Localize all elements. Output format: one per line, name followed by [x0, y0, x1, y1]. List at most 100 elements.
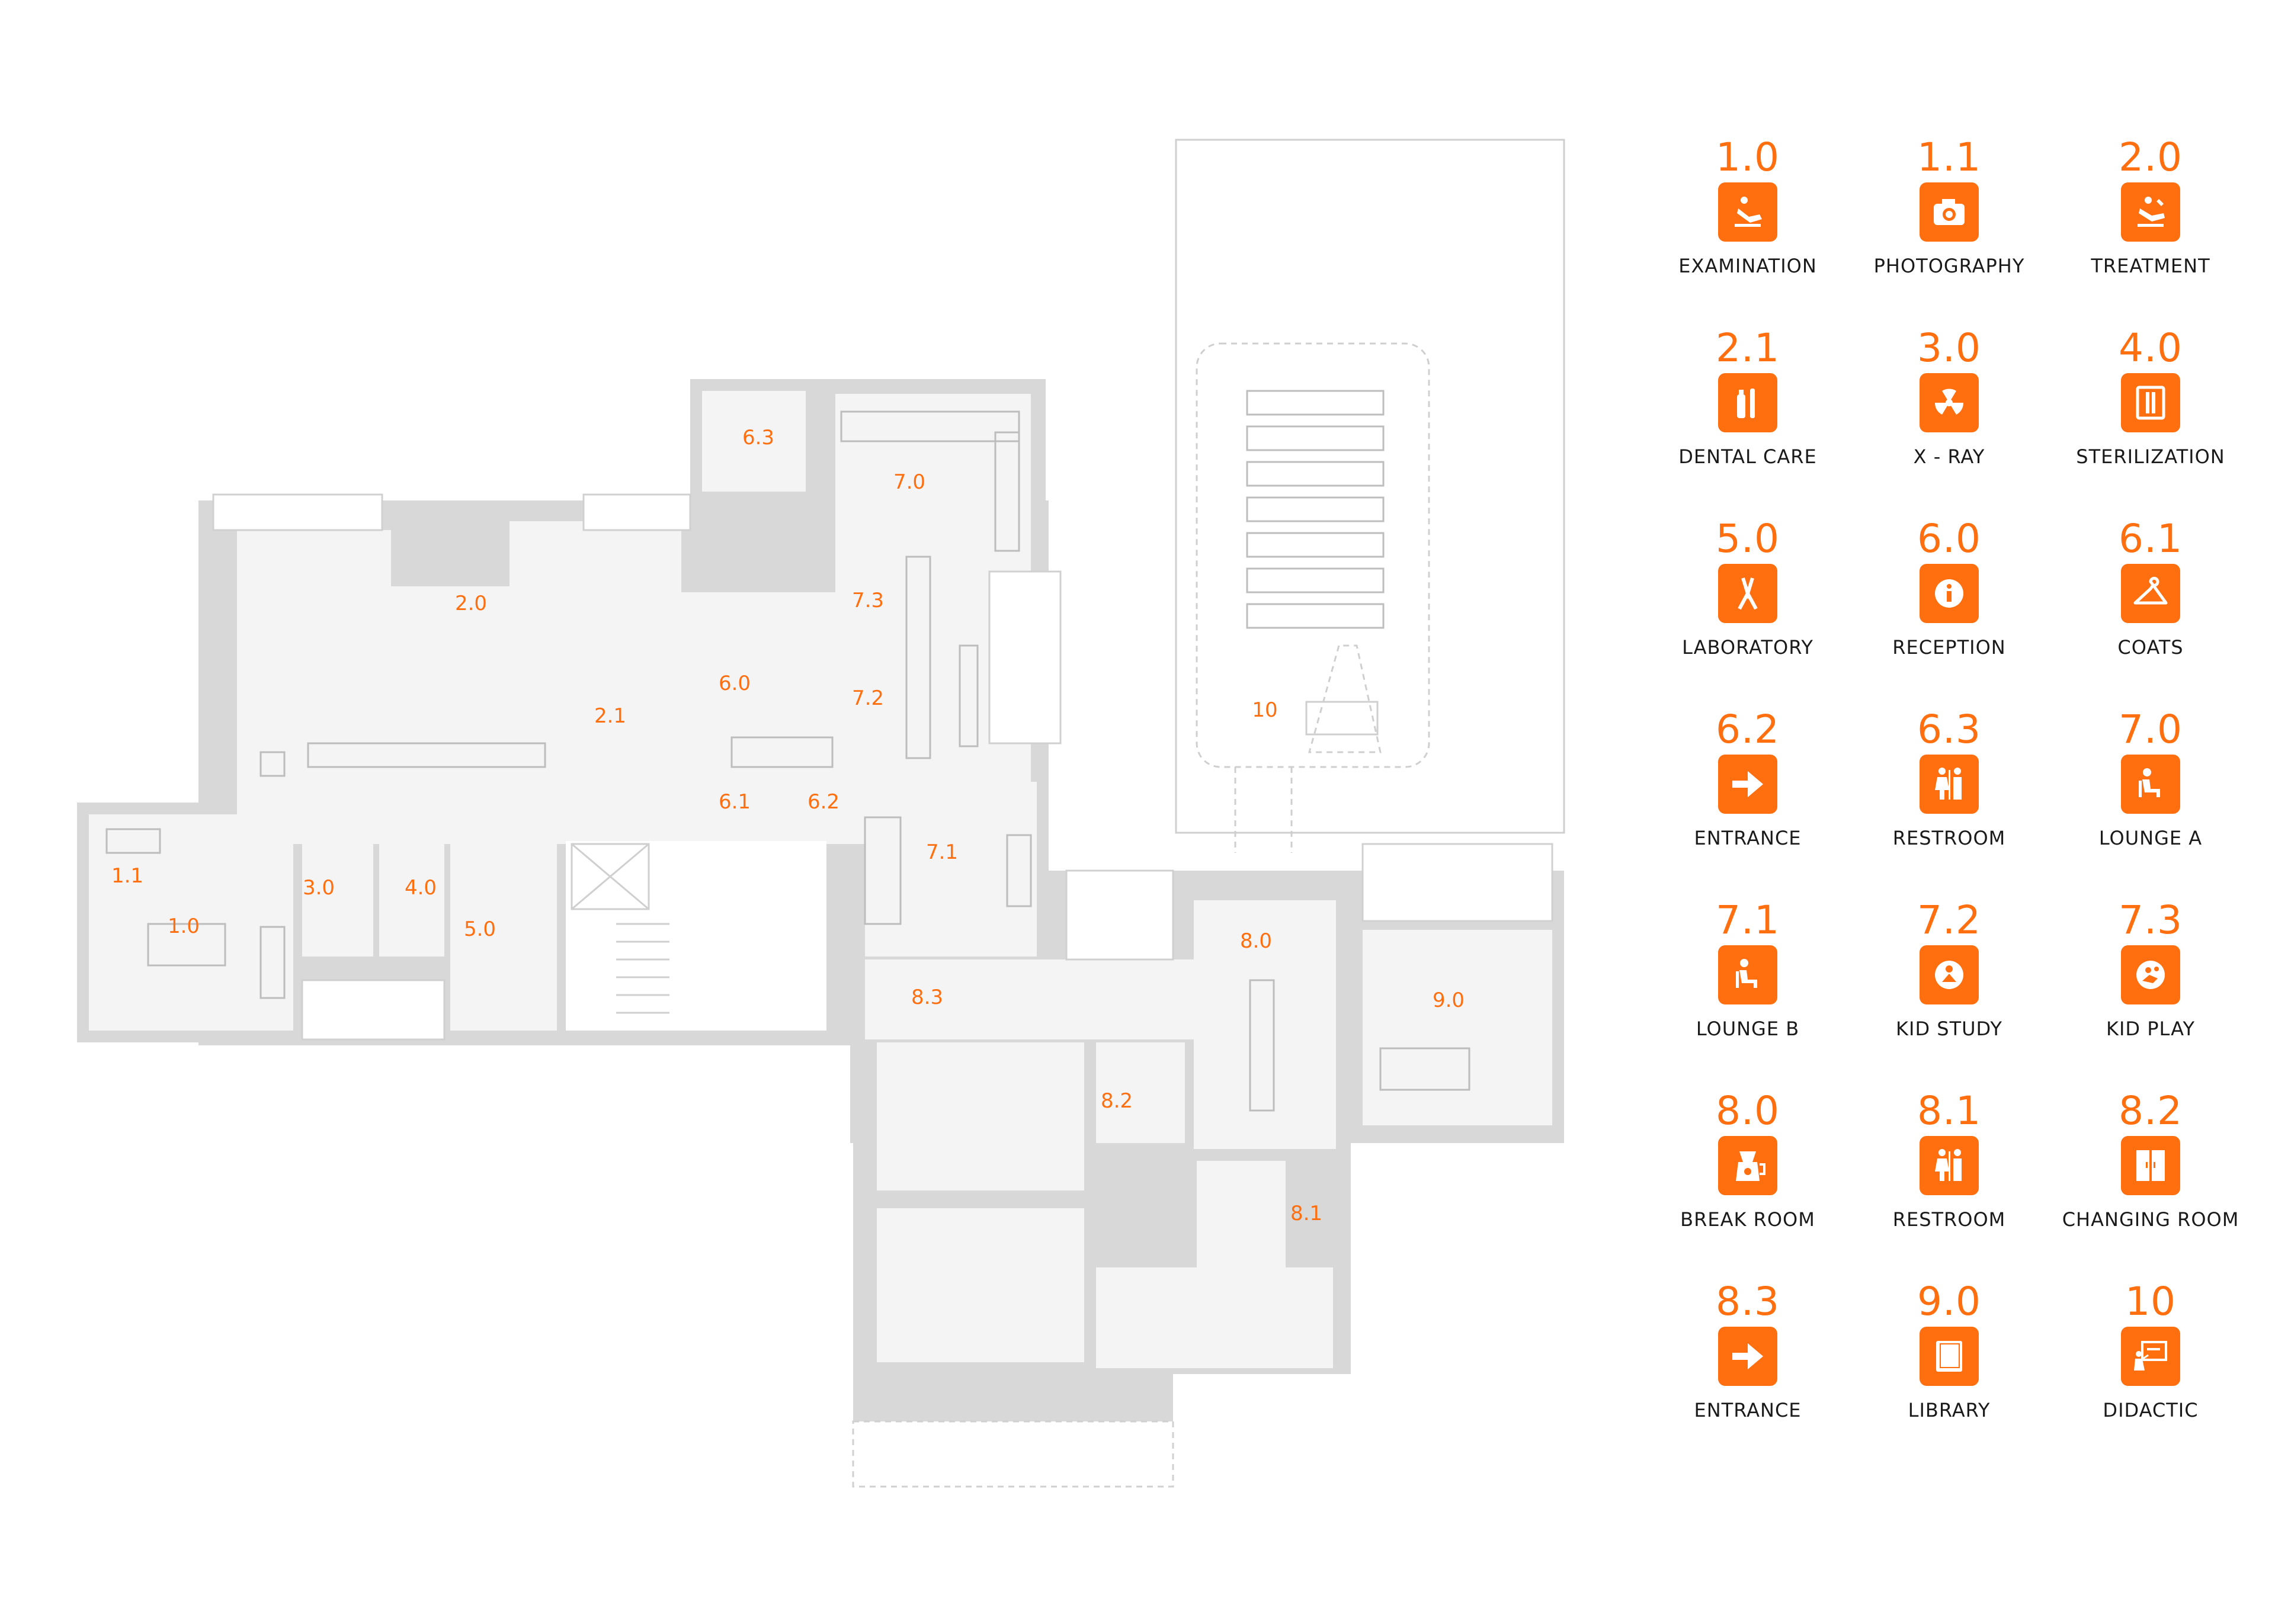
legend-label: LOUNGE B: [1696, 1018, 1800, 1040]
stair-core: [566, 841, 826, 1031]
room-label-9-0: 9.0: [1433, 988, 1465, 1012]
room-label-8-0: 8.0: [1240, 929, 1272, 953]
room-label-8-3: 8.3: [911, 986, 943, 1009]
legend-label: LABORATORY: [1682, 636, 1813, 659]
legend-code: 8.2: [2119, 1088, 2183, 1134]
kid-play-icon: [2121, 945, 2180, 1004]
room-label-3-0: 3.0: [303, 876, 335, 900]
legend-label: KID STUDY: [1896, 1018, 2002, 1040]
legend-code: 8.1: [1917, 1088, 1981, 1134]
legend-label: LOUNGE A: [2098, 827, 2203, 849]
arrow-right-icon: [1718, 1327, 1777, 1386]
legend-code: 7.2: [1917, 897, 1981, 943]
treatment-chair-icon: [2121, 182, 2180, 242]
room-label-7-0: 7.0: [893, 470, 925, 494]
camera-icon: [1920, 182, 1979, 242]
legend-label: BREAK ROOM: [1680, 1208, 1815, 1231]
legend-code: 5.0: [1716, 516, 1780, 561]
legend-code: 1.1: [1917, 134, 1981, 180]
legend-label: RESTROOM: [1892, 827, 2006, 849]
restroom-icon: [1920, 755, 1979, 814]
floor-plan-drawing: 1.0 1.1 2.0 2.1 3.0 4.0 5.0 6.0 6.1 6.2 …: [77, 139, 1565, 1488]
seated-person-icon: [1718, 945, 1777, 1004]
legend-label: DIDACTIC: [2103, 1399, 2199, 1421]
floor-plan: 1.0 1.1 2.0 2.1 3.0 4.0 5.0 6.0 6.1 6.2 …: [77, 139, 1565, 1488]
furniture: [105, 410, 1470, 1112]
room-label-10: 10: [1252, 698, 1277, 722]
pliers-icon: [1718, 564, 1777, 623]
legend-label: EXAMINATION: [1678, 255, 1817, 277]
legend-item: 3.0 X - RAY: [1854, 327, 2044, 494]
room-label-8-2: 8.2: [1101, 1089, 1133, 1113]
examination-chair-icon: [1718, 182, 1777, 242]
presentation-icon: [2121, 1327, 2180, 1386]
legend-code: 6.3: [1917, 707, 1981, 752]
legend-label: STERILIZATION: [2076, 445, 2225, 468]
room-label-8-1: 8.1: [1290, 1202, 1322, 1225]
legend-code: 1.0: [1716, 134, 1780, 180]
room-label-4-0: 4.0: [405, 876, 437, 900]
room-label-7-2: 7.2: [852, 686, 884, 710]
legend-label: COATS: [2117, 636, 2184, 659]
legend-label: DENTAL CARE: [1678, 445, 1817, 468]
locker-icon: [2121, 1136, 2180, 1195]
restroom-icon: [1920, 1136, 1979, 1195]
legend-label: PHOTOGRAPHY: [1873, 255, 2025, 277]
seated-person-icon: [2121, 755, 2180, 814]
legend-label: ENTRANCE: [1694, 827, 1802, 849]
legend-code: 8.3: [1716, 1279, 1780, 1324]
sterilizer-icon: [2121, 373, 2180, 432]
terraces: [212, 493, 1553, 1488]
legend-label: RESTROOM: [1892, 1208, 2006, 1231]
legend-label: RECEPTION: [1892, 636, 2006, 659]
room-labels: 1.0 1.1 2.0 2.1 3.0 4.0 5.0 6.0 6.1 6.2 …: [111, 426, 1465, 1225]
legend-label: X - RAY: [1913, 445, 1985, 468]
room-label-2-1: 2.1: [594, 704, 626, 728]
arrow-right-icon: [1718, 755, 1777, 814]
legend-code: 10: [2125, 1279, 2176, 1324]
legend-code: 7.1: [1716, 897, 1780, 943]
legend-code: 4.0: [2119, 325, 2183, 371]
room-label-6-0: 6.0: [719, 672, 751, 695]
legend-code: 3.0: [1917, 325, 1981, 371]
room-label-6-1: 6.1: [719, 790, 751, 814]
room-label-2-0: 2.0: [455, 592, 487, 615]
legend-label: LIBRARY: [1908, 1399, 1991, 1421]
legend-code: 6.1: [2119, 516, 2183, 561]
radiation-icon: [1920, 373, 1979, 432]
lecture-hall-outline: [1175, 139, 1565, 853]
kid-study-icon: [1920, 945, 1979, 1004]
legend-code: 9.0: [1917, 1279, 1981, 1324]
legend-label: KID PLAY: [2106, 1018, 2196, 1040]
room-label-6-2: 6.2: [808, 790, 839, 814]
legend-code: 2.0: [2119, 134, 2183, 180]
legend-label: ENTRANCE: [1694, 1399, 1802, 1421]
room-label-7-3: 7.3: [852, 589, 884, 612]
room-label-6-3: 6.3: [742, 426, 774, 450]
hanger-icon: [2121, 564, 2180, 623]
room-label-5-0: 5.0: [464, 917, 496, 941]
room-label-1-0: 1.0: [168, 914, 200, 938]
room-interiors: [89, 391, 1552, 1368]
toothbrush-icon: [1718, 373, 1777, 432]
legend-code: 7.0: [2119, 707, 2183, 752]
